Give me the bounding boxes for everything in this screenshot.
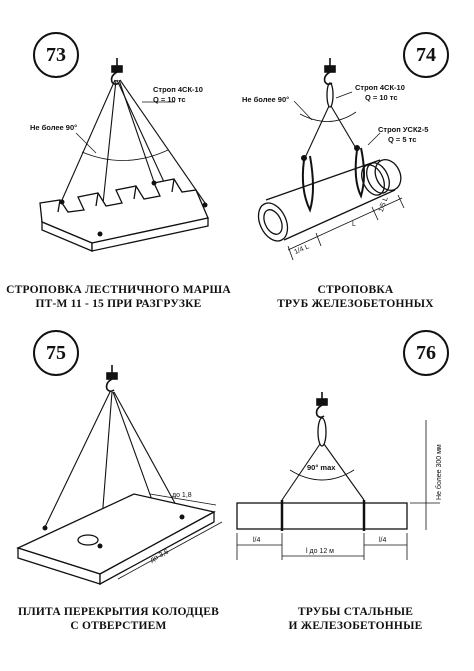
caption-76: ТРУБЫ СТАЛЬНЫЕ И ЖЕЛЕЗОБЕТОННЫЕ [237,605,474,633]
sling-wraps [301,147,365,213]
sling2-label: Строп УСК2-5 [378,125,428,134]
caption-line-1: СТРОПОВКА ЛЕСТНИЧНОГО МАРША [6,284,231,296]
load2-label: Q = 5 тс [388,135,416,144]
sling-hooks [59,180,208,237]
sling-lines [281,443,365,501]
diagram-number-74: 74 [403,32,449,78]
dimension-lines [236,420,440,560]
load-label: Q = 10 тс [153,95,186,104]
caption-74: СТРОПОВКА ТРУБ ЖЕЛЕЗОБЕТОННЫХ [237,283,474,311]
sling-lines [303,105,358,161]
load-label: Q = 10 тс [365,93,398,102]
crane-hook-icon [323,58,336,108]
dim-length: l до 12 м [306,548,334,555]
dimension-lines [287,194,405,261]
dim-length: L [352,221,356,228]
dim-quarter-right: 1/5 L [378,196,390,213]
caption-line-2: С ОТВЕРСТИЕМ [70,620,167,632]
stair-flight [39,178,209,252]
caption-line-1: СТРОПОВКА [317,284,394,296]
crane-hook-icon [105,365,118,393]
crane-hook-icon [315,392,328,447]
manhole-slab [16,493,216,586]
sling-label: Строп 4СК-10 [153,85,203,94]
angle-label: 90° max [307,463,336,472]
caption-line-2: ПТ-М 11 - 15 ПРИ РАЗГРУЗКЕ [35,298,202,310]
diagram-number-73: 73 [33,32,79,78]
steel-pipe [236,500,408,531]
caption-line-2: ТРУБ ЖЕЛЕЗОБЕТОННЫХ [277,298,434,310]
dimension-lines [117,493,223,580]
angle-label: Не более 90° [242,95,289,104]
dim-quarter-left: l/4 [253,537,261,544]
height-label: Не более 300 мм [435,444,443,500]
crane-hook-icon [110,58,123,86]
caption-line-1: ПЛИТА ПЕРЕКРЫТИЯ КОЛОДЦЕВ [17,606,220,618]
angle-arc [299,111,357,122]
caption-line-1: ТРУБЫ СТАЛЬНЫЕ [297,606,414,618]
angle-arc [289,469,355,481]
sling-label: Строп 4СК-10 [355,83,405,92]
dim-width: до 1,8 [172,492,192,499]
diagram-number-76: 76 [403,330,449,376]
angle-arc [81,149,169,161]
caption-line-2: И ЖЕЛЕЗОБЕТОННЫЕ [288,620,423,632]
diagram-number-75: 75 [33,330,79,376]
caption-73: СТРОПОВКА ЛЕСТНИЧНОГО МАРША ПТ-М 11 - 15… [0,283,237,311]
caption-75: ПЛИТА ПЕРЕКРЫТИЯ КОЛОДЦЕВ С ОТВЕРСТИЕМ [0,605,237,633]
dim-quarter-right: l/4 [379,537,387,544]
angle-label: Не более 90° [30,123,77,132]
